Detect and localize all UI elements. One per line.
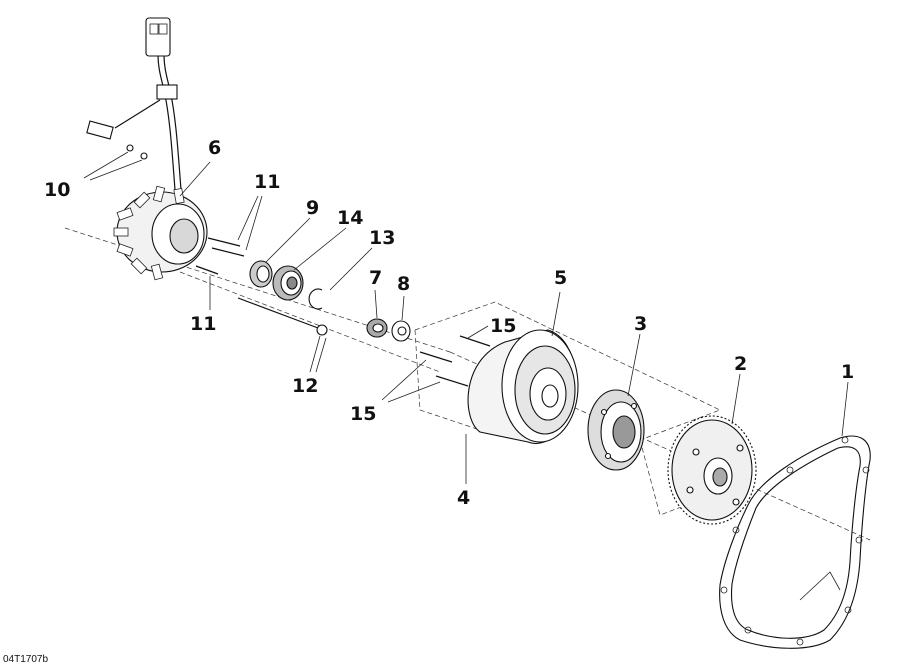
harness-guide-rod: [237, 297, 328, 336]
reference-code: 04T1707b: [3, 654, 48, 665]
callout-7: 7: [369, 267, 382, 289]
callout-6: 6: [208, 137, 221, 159]
callout-15-lower: 15: [350, 403, 376, 425]
callout-labels: 1 2 3 4 5 6 7 8 9 10 11 11 12 13 14 15 1…: [44, 137, 854, 509]
starter-gear: [667, 415, 757, 525]
callout-10: 10: [44, 179, 70, 201]
callout-1: 1: [841, 361, 854, 383]
rotor-flywheel: [467, 329, 579, 445]
callout-8: 8: [397, 273, 410, 295]
callout-2: 2: [734, 353, 747, 375]
callout-11-lower: 11: [190, 313, 216, 335]
callout-13: 13: [369, 227, 395, 249]
callout-5: 5: [554, 267, 567, 289]
leader-lines: [83, 151, 849, 484]
callout-14: 14: [337, 207, 363, 229]
stator: [86, 17, 208, 281]
bearing: [272, 265, 304, 301]
circlip: [308, 288, 323, 310]
callout-3: 3: [634, 313, 647, 335]
stator-screws: [195, 237, 245, 275]
callout-4: 4: [457, 487, 470, 509]
callout-9: 9: [306, 197, 319, 219]
starter-clutch: [587, 389, 645, 471]
callout-12: 12: [292, 375, 318, 397]
rotor-screws: [419, 335, 491, 387]
oil-seal: [249, 260, 273, 288]
callout-11-upper: 11: [254, 171, 280, 193]
cover-gasket: [719, 435, 871, 649]
nut: [366, 318, 388, 338]
washer: [391, 320, 411, 342]
callout-15-upper: 15: [490, 315, 516, 337]
